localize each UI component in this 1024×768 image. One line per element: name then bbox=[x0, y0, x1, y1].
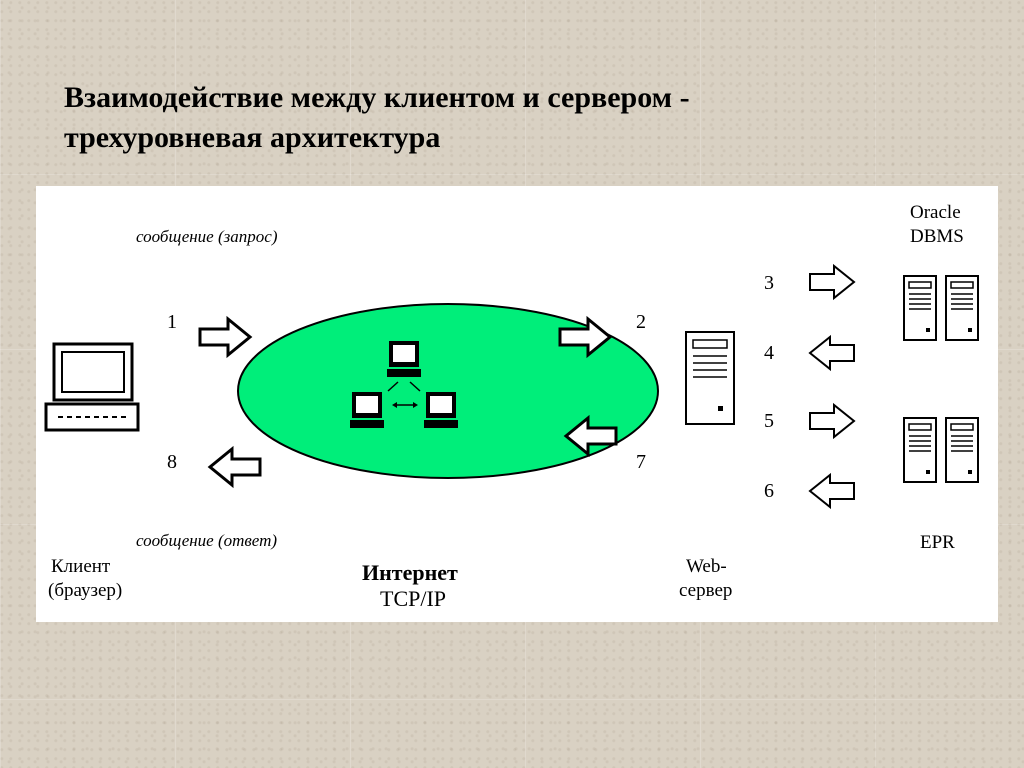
arrow-left-icon bbox=[809, 474, 855, 508]
message-response-label: сообщение (ответ) bbox=[136, 531, 277, 550]
slide-title: Взаимодействие между клиентом и сервером… bbox=[64, 78, 824, 158]
step-5-label: 5 bbox=[764, 410, 774, 432]
step-3-label: 3 bbox=[764, 272, 774, 294]
title-line-1: Взаимодействие между клиентом и сервером… bbox=[64, 81, 690, 114]
database-server-icon bbox=[903, 275, 979, 341]
diagram-panel: сообщение (запрос) сообщение (ответ) Кли… bbox=[36, 186, 998, 622]
architecture-diagram: сообщение (запрос) сообщение (ответ) Кли… bbox=[44, 202, 979, 611]
client-label-line2: (браузер) bbox=[48, 580, 122, 601]
message-request-label: сообщение (запрос) bbox=[136, 227, 278, 246]
internet-label-line1: Интернет bbox=[362, 560, 458, 585]
step-6-label: 6 bbox=[764, 480, 774, 502]
internet-label-line2: TCP/IP bbox=[380, 586, 446, 611]
oracle-label-line1: Oracle bbox=[910, 202, 961, 223]
oracle-label-line2: DBMS bbox=[910, 226, 964, 247]
web-server-label-line1: Web- bbox=[686, 556, 727, 577]
client-label-line1: Клиент bbox=[51, 556, 111, 577]
step-1-label: 1 bbox=[167, 311, 177, 333]
arrow-left-icon bbox=[208, 447, 262, 487]
step-8-label: 8 bbox=[167, 451, 177, 473]
step-2-label: 2 bbox=[636, 311, 646, 333]
title-line-2: трехуровневая архитектура bbox=[64, 121, 441, 154]
arrow-left-icon bbox=[809, 336, 855, 370]
epr-label: EPR bbox=[920, 532, 955, 553]
laptop-icon bbox=[44, 342, 140, 432]
step-4-label: 4 bbox=[764, 342, 774, 364]
web-server-icon bbox=[685, 331, 735, 425]
internet-ellipse bbox=[237, 303, 659, 479]
step-7-label: 7 bbox=[636, 451, 646, 473]
network-computers-icon bbox=[350, 341, 458, 428]
arrow-right-icon bbox=[809, 265, 855, 299]
database-server-icon bbox=[903, 417, 979, 483]
arrow-right-icon bbox=[198, 317, 252, 357]
web-server-label-line2: сервер bbox=[679, 580, 732, 601]
arrow-right-icon bbox=[809, 404, 855, 438]
